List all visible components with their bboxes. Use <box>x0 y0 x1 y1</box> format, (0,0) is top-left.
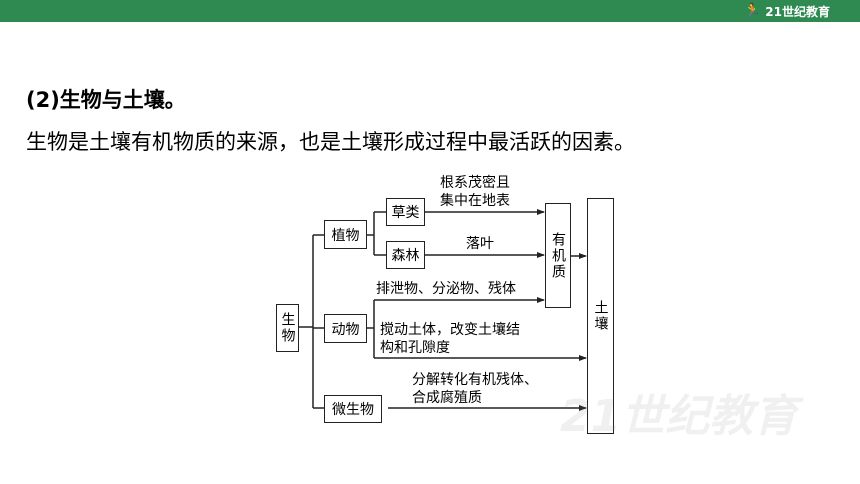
grass-label-line1: 根系茂密且 <box>440 175 510 191</box>
section-heading: (2)生物与土壤。 <box>26 88 186 112</box>
soil-label: 土壤 <box>592 300 609 332</box>
microbe-label-line1: 分解转化有机残体、 <box>412 372 538 388</box>
brand-logo-text: 21世纪教育 <box>765 4 830 19</box>
animals-box: 动物 <box>324 314 367 343</box>
forest-box: 森林 <box>386 241 425 269</box>
microbe-label-line2: 合成腐殖质 <box>412 390 482 406</box>
grass-box: 草类 <box>386 198 425 226</box>
organic-matter-label: 有机质 <box>550 231 566 280</box>
section-paragraph: 生物是土壤有机物质的来源，也是土壤形成过程中最活跃的因素。 <box>26 130 635 154</box>
animal-stir-label-line2: 构和孔隙度 <box>380 340 450 356</box>
grass-label-line2: 集中在地表 <box>440 193 510 209</box>
top-banner: 🏃 21世纪教育 <box>0 0 860 22</box>
runner-icon: 🏃 <box>743 3 762 19</box>
watermark-logo: 21世纪教育 <box>560 380 840 460</box>
forest-label: 森林 <box>391 248 420 264</box>
brand-logo: 🏃 21世纪教育 <box>744 2 830 20</box>
plants-box: 植物 <box>324 220 367 249</box>
grass-label: 草类 <box>391 205 420 221</box>
animal-excrete-label: 排泄物、分泌物、残体 <box>376 281 516 297</box>
microbes-label: 微生物 <box>332 402 374 418</box>
organic-matter-box: 有机质 <box>545 203 571 308</box>
root-box-label: 生物 <box>279 312 296 344</box>
animal-stir-label-line1: 搅动土体，改变土壤结 <box>380 322 520 338</box>
root-box-organisms: 生物 <box>276 304 299 352</box>
watermark-text: 21世纪教育 <box>560 391 798 442</box>
forest-arrow-label: 落叶 <box>466 236 494 252</box>
microbes-box: 微生物 <box>324 395 382 423</box>
soil-box: 土壤 <box>587 198 614 434</box>
animals-label: 动物 <box>331 321 360 338</box>
plants-label: 植物 <box>331 227 360 244</box>
